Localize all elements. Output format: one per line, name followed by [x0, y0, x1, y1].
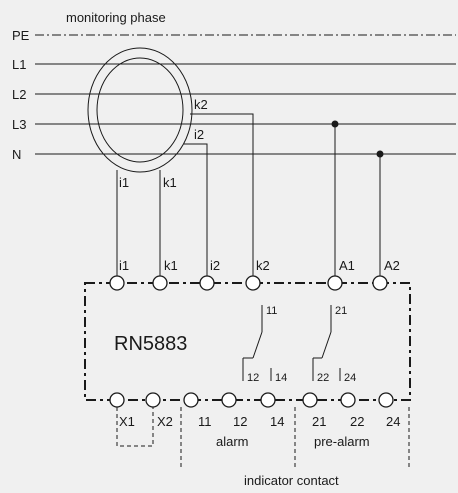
terminal-label-22: 22 — [350, 414, 364, 429]
terminal-11 — [183, 392, 199, 408]
contact-label-21: 21 — [335, 305, 347, 317]
terminal-i2 — [199, 275, 215, 291]
terminal-x1 — [109, 392, 125, 408]
group-label-alarm: alarm — [216, 434, 249, 449]
lead-i2 — [184, 143, 208, 277]
terminal-k1 — [152, 275, 168, 291]
terminal-label-21: 21 — [312, 414, 326, 429]
transformer-inner-ring — [96, 57, 184, 163]
terminal-k2 — [245, 275, 261, 291]
line-label-l3: L3 — [12, 117, 26, 132]
x1-x2-bridge — [116, 407, 154, 447]
line-label-pe: PE — [12, 28, 30, 43]
transformer-k1-label: k1 — [163, 175, 177, 190]
device-name: RN5883 — [114, 333, 187, 355]
terminal-label-x1: X1 — [119, 414, 135, 429]
terminal-label-24: 24 — [386, 414, 400, 429]
transformer-k2-label: k2 — [194, 97, 208, 112]
pre-alarm-relay-contact — [312, 305, 341, 381]
transformer-i1-label: i1 — [119, 175, 129, 190]
transformer-i2-label: i2 — [194, 127, 204, 142]
transformer-outer-ring — [87, 47, 193, 173]
terminal-a2 — [372, 275, 388, 291]
terminal-label-i1: i1 — [119, 258, 129, 273]
alarm-relay-contact — [242, 305, 272, 381]
line-label-l1: L1 — [12, 57, 26, 72]
lead-k2 — [190, 113, 254, 277]
junction-l3 — [331, 120, 339, 128]
group-label-pre-alarm: pre-alarm — [314, 434, 370, 449]
terminal-12 — [221, 392, 237, 408]
terminal-label-a2: A2 — [384, 258, 400, 273]
terminal-label-a1: A1 — [339, 258, 355, 273]
terminal-i1 — [109, 275, 125, 291]
line-label-n: N — [12, 147, 21, 162]
terminal-14 — [260, 392, 276, 408]
terminal-a1 — [327, 275, 343, 291]
terminal-label-14: 14 — [270, 414, 284, 429]
group-label-indicator-contact: indicator contact — [244, 473, 339, 488]
junction-n — [376, 150, 384, 158]
line-label-l2: L2 — [12, 87, 26, 102]
terminal-label-11: 11 — [198, 414, 212, 429]
terminal-label-12: 12 — [233, 414, 247, 429]
terminal-label-k1: k1 — [164, 258, 178, 273]
contact-label-14: 14 — [275, 372, 287, 384]
terminal-21 — [302, 392, 318, 408]
contact-label-11: 11 — [266, 305, 277, 317]
terminal-24 — [378, 392, 394, 408]
monitoring-phase-label: monitoring phase — [66, 10, 166, 25]
terminal-label-k2: k2 — [256, 258, 270, 273]
terminal-label-i2: i2 — [210, 258, 220, 273]
terminal-x2 — [145, 392, 161, 408]
contact-label-24: 24 — [344, 372, 356, 384]
contact-label-22: 22 — [317, 372, 329, 384]
contact-label-12: 12 — [247, 372, 259, 384]
terminal-22 — [340, 392, 356, 408]
terminal-label-x2: X2 — [157, 414, 173, 429]
